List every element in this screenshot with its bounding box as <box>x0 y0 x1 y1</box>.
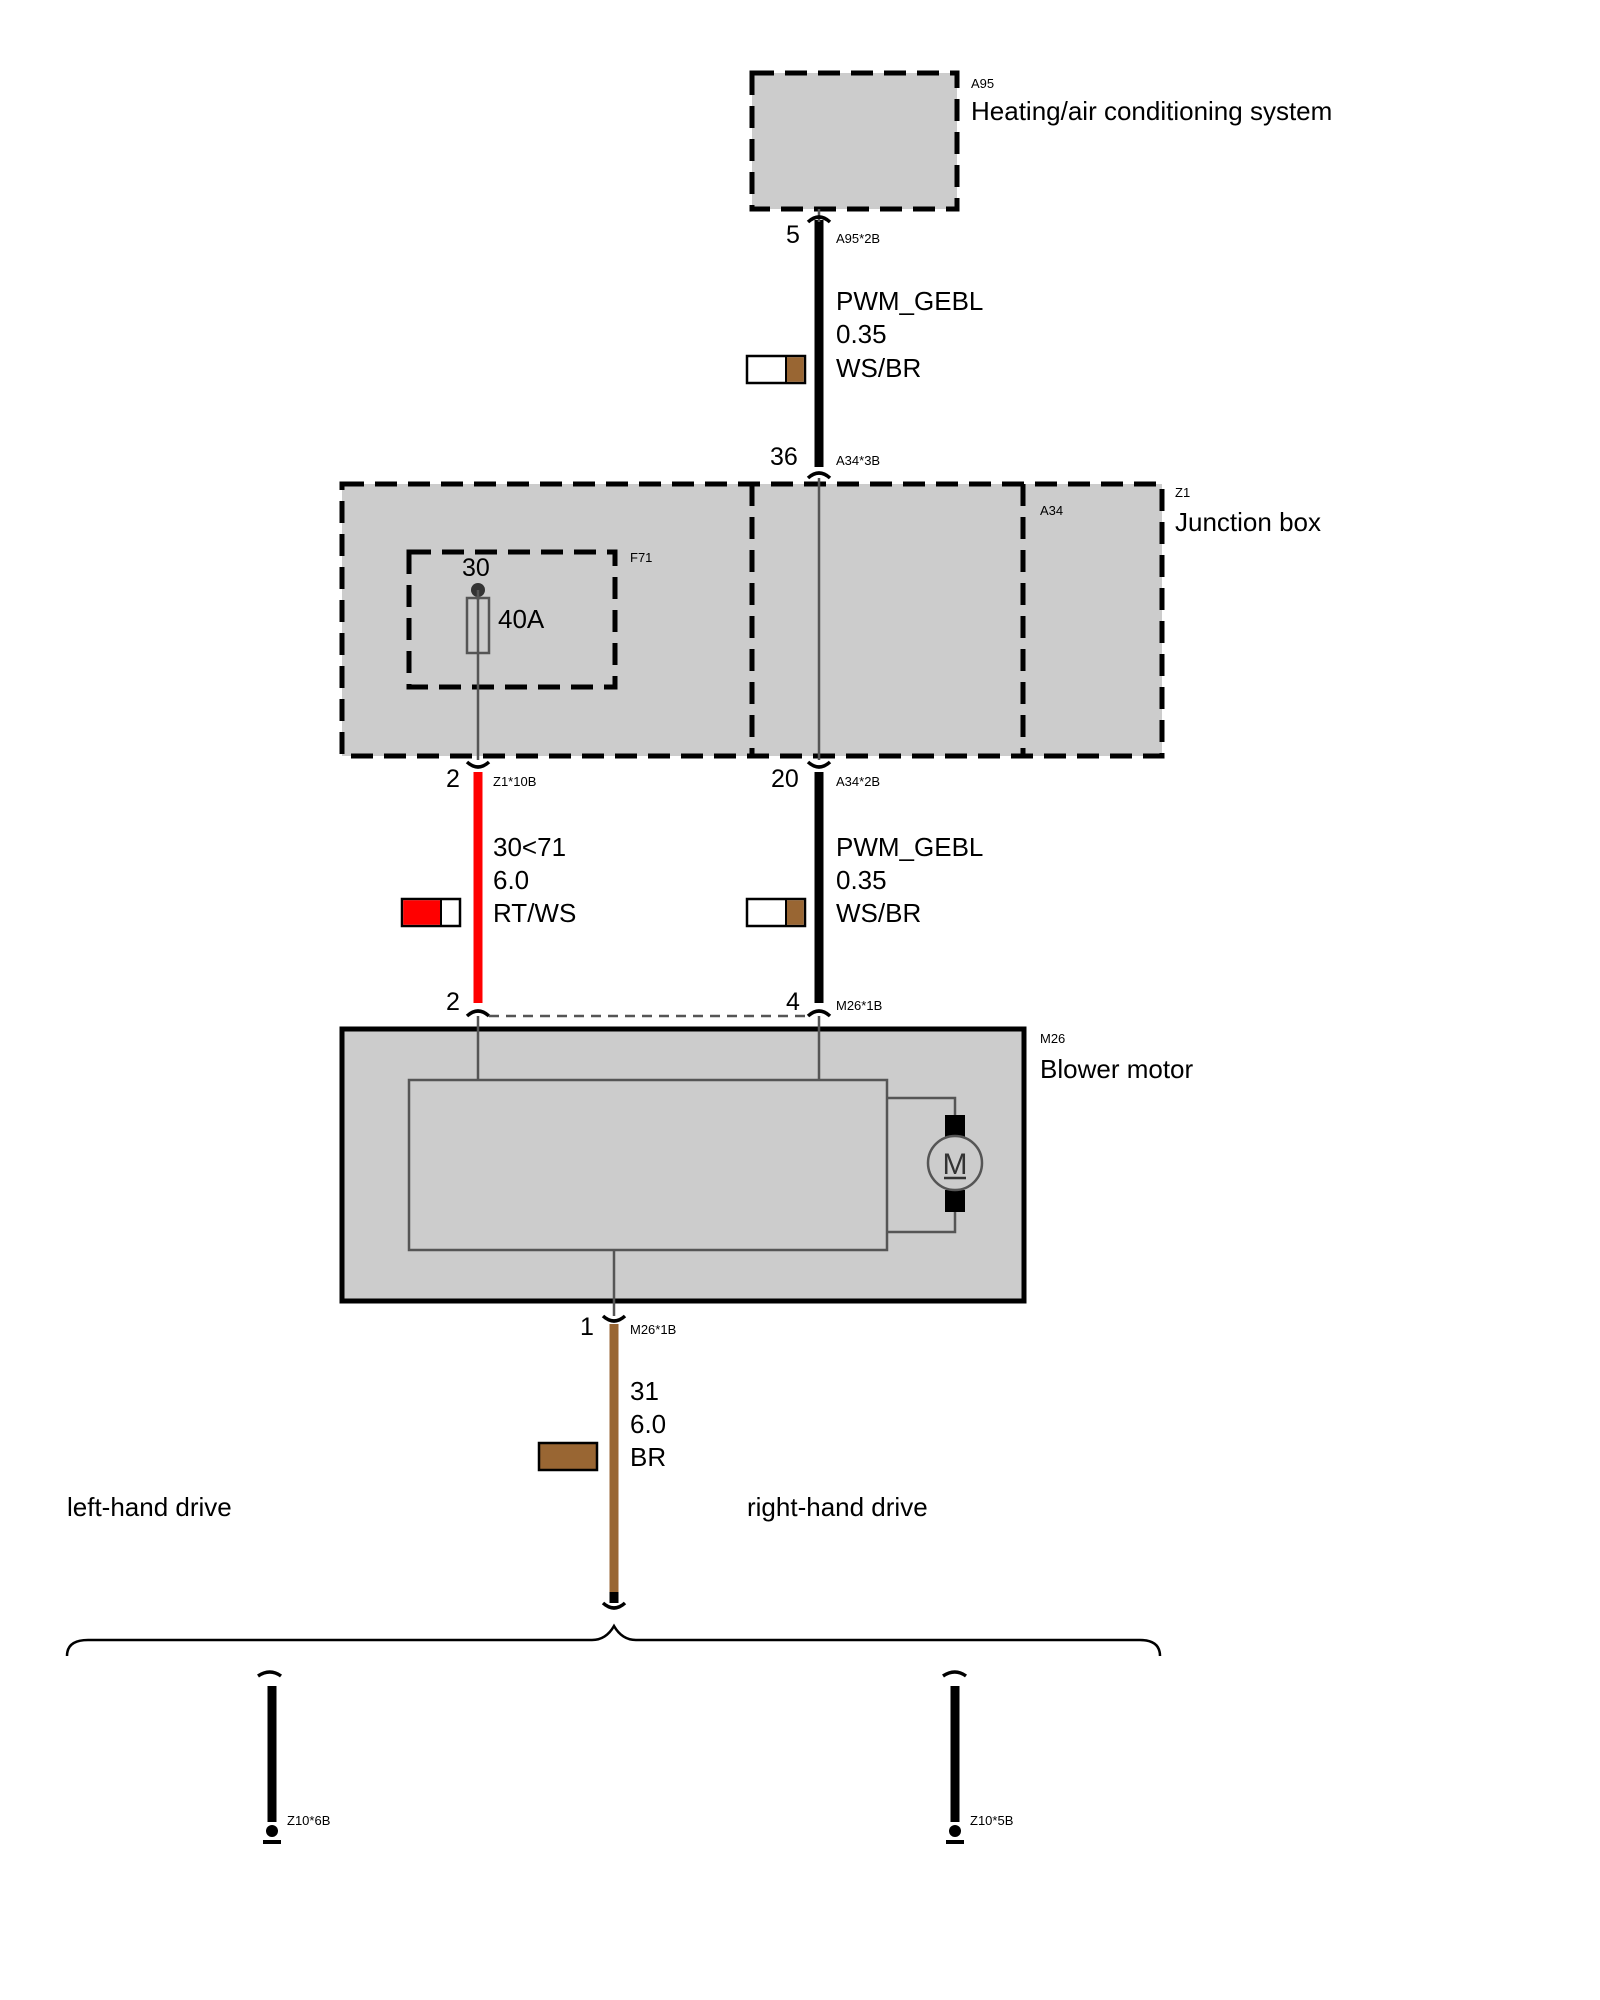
a34-2b-ref: A34*2B <box>836 774 880 789</box>
variant-right-label: right-hand drive <box>747 1492 928 1522</box>
w1-color-code: WS/BR <box>836 353 921 383</box>
wire-w3-label: PWM_GEBL 0.35 WS/BR <box>745 832 983 928</box>
connector-m26-pin2-symbol <box>465 1009 491 1018</box>
z1-10b-pin: 2 <box>446 765 460 793</box>
w3-color-swatch <box>745 897 807 928</box>
motor-icon: M <box>887 1096 984 1234</box>
a95-2b-pin: 5 <box>786 221 800 249</box>
wire-w1-label: PWM_GEBL 0.35 WS/BR <box>745 286 983 385</box>
a34-3b-ref: A34*3B <box>836 453 880 468</box>
m26-1b-ref: M26*1B <box>630 1322 676 1337</box>
w4-color-swatch <box>537 1441 599 1472</box>
m26-1b-pin: 1 <box>580 1313 594 1341</box>
w4-size: 6.0 <box>630 1409 666 1439</box>
w2-signal: 30<71 <box>493 832 566 862</box>
z1-code: Z1 <box>1175 485 1190 500</box>
z10-6b-ref: Z10*6B <box>287 1813 330 1828</box>
connector-a34-2b-symbol <box>806 760 832 769</box>
w1-signal: PWM_GEBL <box>836 286 983 316</box>
a34-2b-pin: 20 <box>771 765 799 793</box>
z1-10b-ref: Z1*10B <box>493 774 536 789</box>
w3-size: 0.35 <box>836 865 887 895</box>
connector-z1-10b-symbol <box>465 760 491 769</box>
m26-name: Blower motor <box>1040 1054 1193 1084</box>
m26-pin4: 4 <box>786 988 800 1016</box>
connector-m26-1b-symbol <box>601 1314 627 1323</box>
connector-a95-2b-symbol <box>806 215 832 224</box>
variant-left-label: left-hand drive <box>67 1492 232 1522</box>
m26-control-module <box>407 1078 889 1252</box>
a95-code: A95 <box>971 76 994 91</box>
z10-5b-ref: Z10*5B <box>970 1813 1013 1828</box>
component-f71[interactable]: F71 30 40A <box>406 549 652 690</box>
f71-box[interactable] <box>406 549 618 690</box>
connector-m26-pin4-symbol <box>806 1009 832 1018</box>
w1-color-swatch <box>745 354 807 385</box>
a95-name: Heating/air conditioning system <box>971 96 1332 126</box>
a95-box[interactable] <box>749 70 960 212</box>
motor-symbol: M <box>943 1148 968 1181</box>
w4-signal: 31 <box>630 1376 659 1406</box>
a95-2b-ref: A95*2B <box>836 231 880 246</box>
m26-pin2: 2 <box>446 988 460 1016</box>
a34-3b-pin: 36 <box>770 443 798 471</box>
w3-color-code: WS/BR <box>836 898 921 928</box>
component-z1[interactable]: Z1 Junction box A34 F71 30 40A <box>339 478 1321 760</box>
connector-a34-3b-symbol <box>806 471 832 480</box>
w1-size: 0.35 <box>836 319 887 349</box>
ground-z10-6b[interactable]: Z10*6B <box>257 1670 330 1844</box>
wire-w2-label: 30<71 6.0 RT/WS <box>400 832 576 928</box>
m26-code: M26 <box>1040 1031 1065 1046</box>
z1-name: Junction box <box>1175 507 1321 537</box>
f71-code: F71 <box>630 550 652 565</box>
ground-icon-right <box>949 1825 961 1837</box>
f71-pin: 30 <box>462 554 490 582</box>
wire-w4-label: 31 6.0 BR <box>537 1376 666 1472</box>
ground-z10-5b[interactable]: Z10*5B <box>942 1670 1013 1844</box>
w2-color-swatch <box>400 897 462 928</box>
m26-1b-ref-top: M26*1B <box>836 998 882 1013</box>
a34-code: A34 <box>1040 503 1063 518</box>
f71-rating: 40A <box>498 604 545 634</box>
component-a95[interactable]: A95 Heating/air conditioning system <box>749 70 1332 212</box>
w2-color-code: RT/WS <box>493 898 576 928</box>
w4-color-code: BR <box>630 1442 666 1472</box>
component-m26[interactable]: M26 Blower motor M <box>339 1016 1193 1316</box>
variant-brace <box>65 1623 1162 1657</box>
wire-w4-end-symbol <box>601 1601 627 1610</box>
w2-size: 6.0 <box>493 865 529 895</box>
ground-icon-left <box>266 1825 278 1837</box>
w3-signal: PWM_GEBL <box>836 832 983 862</box>
